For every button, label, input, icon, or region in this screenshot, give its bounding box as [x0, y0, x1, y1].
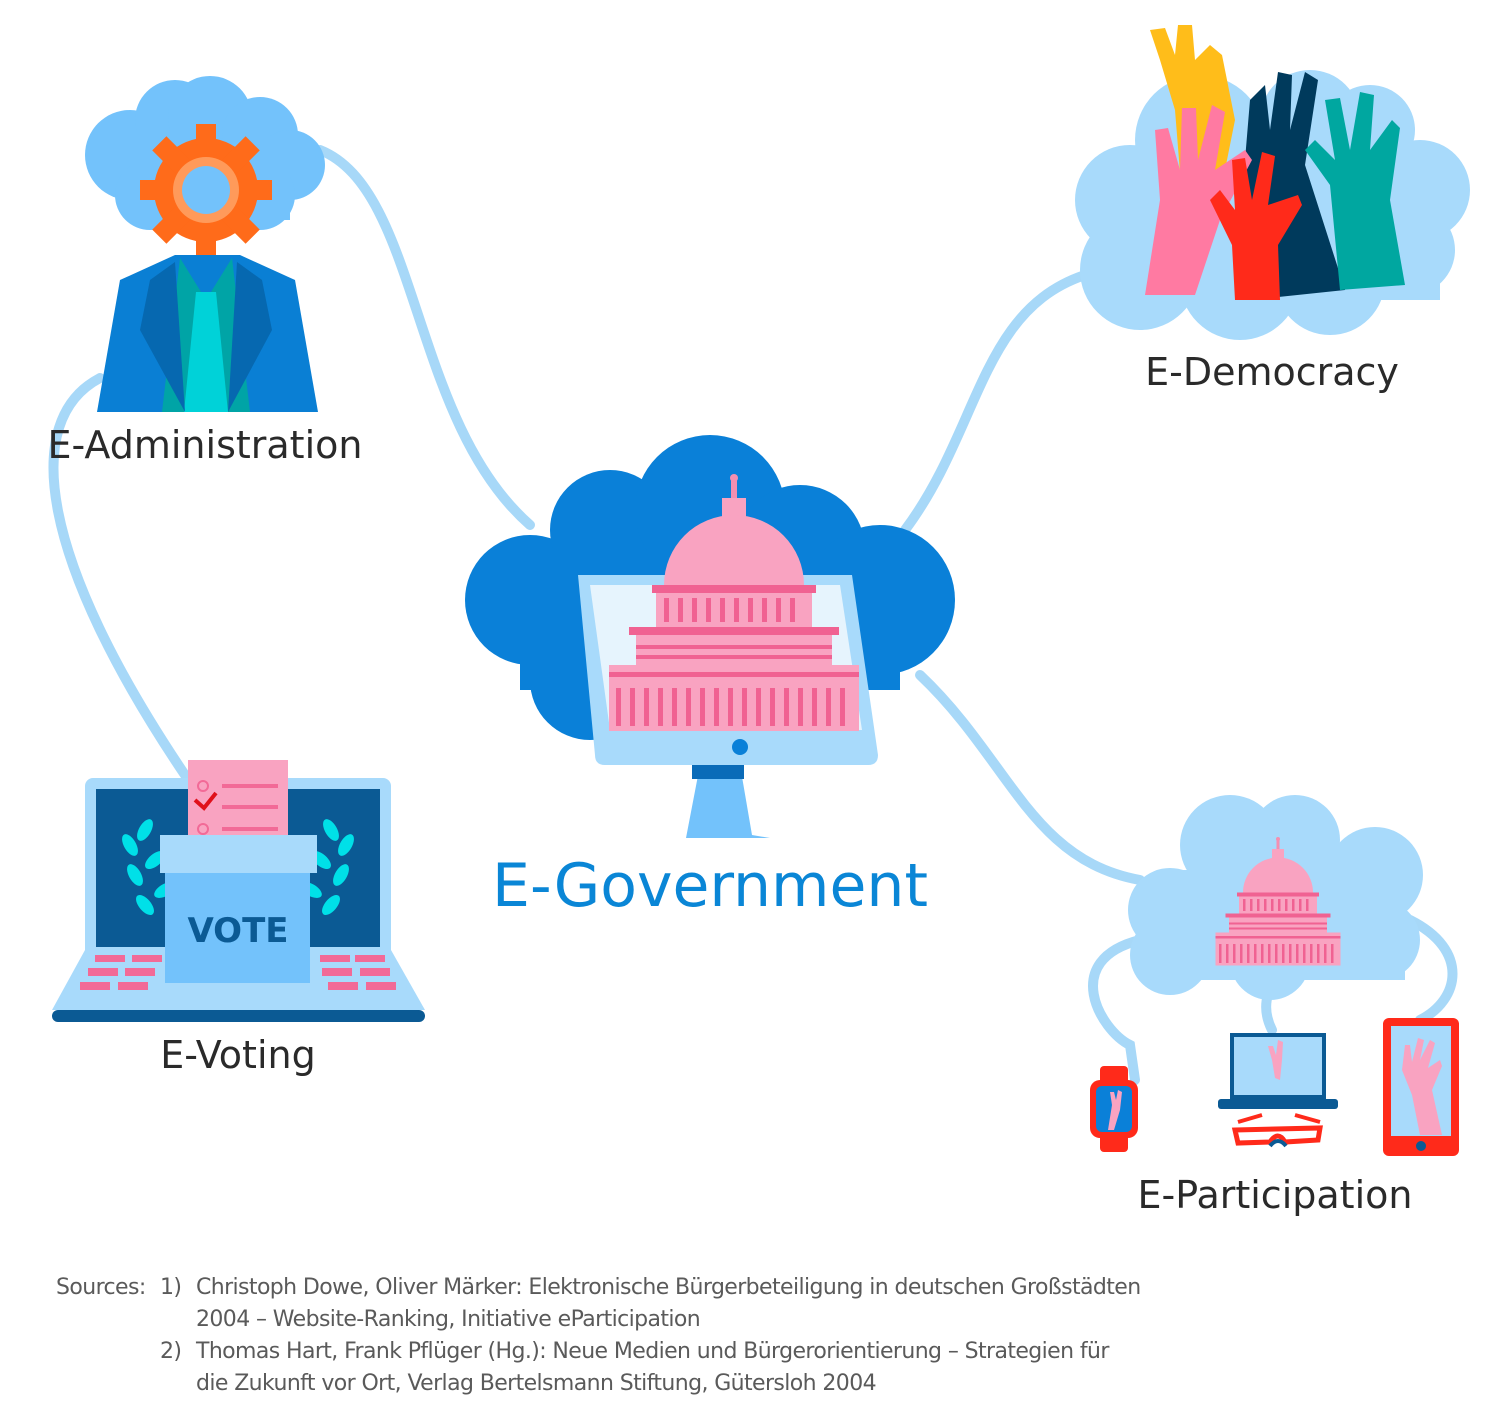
sources-footnote: Sources: 1) Christoph Dowe, Oliver Märke…: [56, 1272, 1141, 1400]
e-democracy-label: E-Democracy: [1145, 350, 1399, 394]
e-government-illustration: E-Government: [465, 435, 955, 921]
vr-glasses-icon: [1231, 1113, 1323, 1148]
source-number: 1): [160, 1275, 182, 1300]
smartwatch-icon: [1090, 1066, 1138, 1152]
e-participation-label: E-Participation: [1138, 1173, 1413, 1217]
e-democracy-illustration: E-Democracy: [1075, 25, 1470, 394]
e-administration-illustration: E-Administration: [48, 76, 363, 467]
source-line: Thomas Hart, Frank Pflüger (Hg.): Neue M…: [196, 1339, 1109, 1364]
tablet-icon: [1383, 1018, 1459, 1156]
connector-participation-watch: [1088, 935, 1145, 1085]
e-participation-illustration: E-Participation: [1090, 795, 1459, 1217]
sources-prefix: Sources:: [56, 1275, 146, 1300]
connector-government-democracy: [900, 270, 1090, 535]
e-voting-illustration: VOTE E-Voting: [52, 760, 425, 1077]
e-voting-label: E-Voting: [160, 1033, 315, 1077]
connector-admin-government: [315, 145, 535, 530]
ballot-box-icon: VOTE: [160, 760, 317, 983]
e-administration-label: E-Administration: [48, 423, 363, 467]
laptop-small-icon: [1218, 1033, 1338, 1109]
connector-admin-voting: [48, 373, 190, 780]
connector-participation-tablet: [1405, 915, 1458, 1025]
raised-hands-icon: [1145, 25, 1405, 300]
source-line: die Zukunft vor Ort, Verlag Bertelsmann …: [196, 1371, 877, 1396]
source-line: Christoph Dowe, Oliver Märker: Elektroni…: [196, 1275, 1141, 1300]
source-number: 2): [160, 1339, 182, 1364]
gear-icon: [140, 124, 272, 256]
connector-government-participation: [915, 670, 1145, 885]
source-line: 2004 – Website-Ranking, Initiative ePart…: [196, 1307, 701, 1332]
laurel-icon: [122, 819, 354, 915]
vote-label: VOTE: [187, 911, 288, 951]
suit-icon: [97, 255, 318, 412]
e-government-title: E-Government: [492, 851, 928, 921]
